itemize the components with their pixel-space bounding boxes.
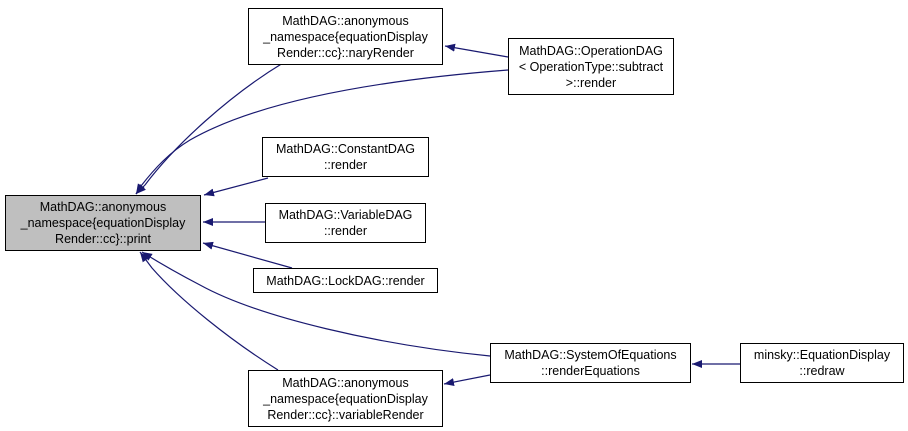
node-label-line: Render::cc}::print bbox=[55, 232, 151, 246]
node-label-line: Render::cc}::variableRender bbox=[267, 407, 424, 422]
node-label-line: MathDAG::LockDAG::render bbox=[266, 273, 425, 288]
node-label-line: MathDAG::anonymous bbox=[282, 375, 409, 390]
node-label-line: MathDAG::SystemOfEquations bbox=[504, 348, 677, 362]
node-label-line: >::render bbox=[565, 75, 617, 90]
node-constdag[interactable]: MathDAG::ConstantDAG::render bbox=[262, 137, 429, 177]
node-label-line: MathDAG::OperationDAG bbox=[519, 43, 663, 58]
node-label-line: minsky::EquationDisplay bbox=[753, 348, 891, 362]
node-lockdag[interactable]: MathDAG::LockDAG::render bbox=[253, 268, 438, 293]
node-label-line: _namespace{equationDisplay bbox=[263, 29, 428, 44]
edge-lockdag-to-print bbox=[202, 241, 293, 269]
node-vardag[interactable]: MathDAG::VariableDAG::render bbox=[265, 203, 426, 243]
edge-soe-to-print bbox=[141, 251, 491, 357]
node-eqdisp[interactable]: minsky::EquationDisplay::redraw bbox=[740, 343, 904, 383]
node-label-line: Render::cc}::naryRender bbox=[277, 45, 414, 60]
node-label-line: _namespace{equationDisplay bbox=[263, 391, 428, 406]
node-label-line: ::redraw bbox=[799, 364, 845, 378]
node-label-line: < OperationType::subtract bbox=[518, 59, 664, 74]
edge-naryRender-to-print bbox=[135, 62, 284, 195]
node-label-line: ::renderEquations bbox=[541, 364, 640, 378]
node-label-line: MathDAG::ConstantDAG bbox=[276, 142, 415, 156]
node-label-line: ::render bbox=[323, 158, 368, 172]
node-print[interactable]: MathDAG::anonymous_namespace{equationDis… bbox=[5, 195, 201, 251]
node-label-line: MathDAG::anonymous bbox=[282, 13, 409, 28]
node-label-line: ::render bbox=[323, 224, 368, 238]
edge-constdag-to-print bbox=[203, 177, 269, 197]
node-opdag[interactable]: MathDAG::OperationDAG< OperationType::su… bbox=[508, 38, 674, 95]
node-naryRender[interactable]: MathDAG::anonymous_namespace{equationDis… bbox=[248, 8, 443, 65]
node-label-line: MathDAG::anonymous bbox=[39, 200, 167, 214]
edge-varRender-to-print bbox=[139, 251, 279, 371]
edge-opdag-to-naryRender bbox=[444, 43, 509, 58]
node-label-line: MathDAG::VariableDAG bbox=[278, 208, 413, 222]
edge-opdag-to-print bbox=[135, 69, 509, 195]
edge-soe-to-varRender bbox=[443, 374, 491, 387]
node-varRender[interactable]: MathDAG::anonymous_namespace{equationDis… bbox=[248, 370, 443, 427]
node-label-line: _namespace{equationDisplay bbox=[20, 216, 186, 230]
node-soe[interactable]: MathDAG::SystemOfEquations::renderEquati… bbox=[490, 343, 691, 383]
